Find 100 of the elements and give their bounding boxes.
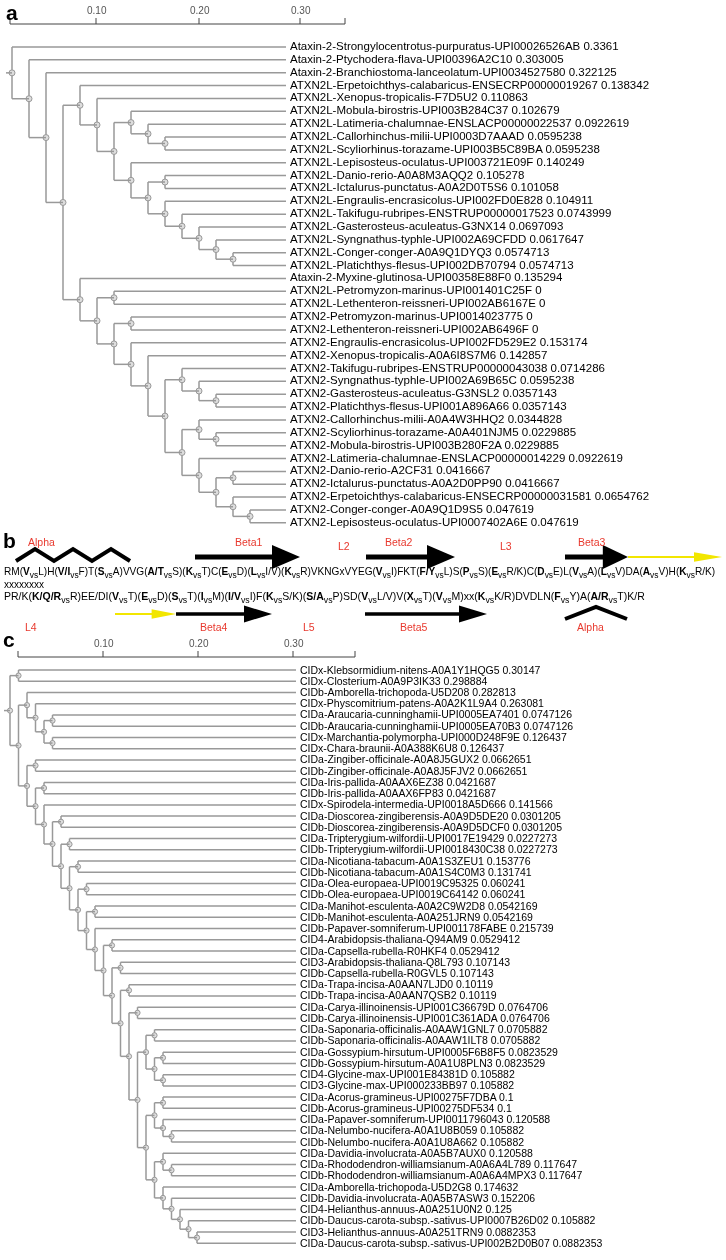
leaf-label: CIDa-Tripterygium-wilfordii-UPI0017E19429 0.0227273 xyxy=(300,833,557,844)
leaf-label: ATXN2L-Engraulis-encrasicolus-UPI002FD0E828 0.104911 xyxy=(290,195,594,207)
leaf-label: ATXN2-Syngnathus-typhle-UPI002A69B65C 0.0595238 xyxy=(290,375,575,387)
leaf-label: CIDx-Klebsormidium-nitens-A0A1Y1HQG5 0.30147 xyxy=(300,664,541,675)
leaf-label: CIDa-Nicotiana-tabacum-A0A1S3ZEU1 0.153776 xyxy=(300,855,531,867)
sequence-text: RM(V$_{vs}$L)H(V/I$_{vs}$F)T(S$_{vs}$A)VVG(A/T$_{vs}$S)(K$_{vs}$T)C(E$_{vs}$D)(L$_{vs}$I/V)(K$_{vs}$R)VKNGxVYEG(V$_{vs}$I)FKT(F/Y$_{vs}$L)S(P$_{vs}$S)(E$_{vs}$R/K)C(D$_{vs}$E)L(V$_{vs}$A)(L$_{vs}$V)DA(A$_{vs}$V)H(K$_{vs}$R/K) xyxy=(4,567,716,580)
panel-letter: b xyxy=(3,530,16,551)
leaf-label: CIDb-Tripterygium-wilfordii-UPI0018430C38 0.0227273 xyxy=(300,844,558,855)
leaf-label: CIDa-Rhododendron-williamsianum-A0A6A4L789 0.117647 xyxy=(300,1159,578,1170)
leaf-label: Ataxin-2-Myxine-glutinosa-UPI00358E88F0 0.135294 xyxy=(290,272,563,284)
leaf-label: ATXN2-Lepisosteus-oculatus-UPI0007402A6E 0.047619 xyxy=(290,516,579,529)
leaf-label: CIDb-Rhododendron-williamsianum-A0A6A4MPX3 0.117647 xyxy=(300,1170,583,1181)
scale-tick-label: 0.10 xyxy=(94,639,114,649)
leaf-label: CIDx-Spirodela-intermedia-UPI0018A5D666 0.141566 xyxy=(300,799,553,810)
panel-letter: c xyxy=(3,629,15,650)
panel-letter: a xyxy=(6,2,18,23)
leaf-label: CIDa-Daucus-carota-subsp.-sativus-UPI002B2D0B07 0.0882353 xyxy=(300,1237,603,1249)
leaf-label: CID3-Arabidopsis-thaliana-Q8L793 0.107143 xyxy=(300,956,511,968)
scale-tick-label: 0.10 xyxy=(87,6,107,16)
structure-label: Beta4 xyxy=(200,622,228,633)
leaf-label: ATXN2-Erpetoichthys-calabaricus-ENSECRP00000031581 0.0654762 xyxy=(290,491,650,503)
scale-tick-label: 0.30 xyxy=(291,6,311,16)
leaf-label: CIDa-Trapa-incisa-A0AAN7LJD0 0.10119 xyxy=(300,979,494,990)
structure-label: L3 xyxy=(500,541,512,552)
leaf-label: CIDb-Dioscorea-zingiberensis-A0A9D5DCF0 0.0301205 xyxy=(300,821,563,833)
leaf-label: CIDb-Capsella-rubella-R0GVL5 0.107143 xyxy=(300,967,494,979)
leaf-label: ATXN2L-Platichthys-flesus-UPI002DB70794 0.0574713 xyxy=(290,259,574,272)
leaf-label: CIDb-Daucus-carota-subsp.-sativus-UPI0007B26D02 0.105882 xyxy=(300,1215,596,1226)
leaf-label: ATXN2L-Danio-rerio-A0A8M3AQQ2 0.105278 xyxy=(290,169,525,182)
leaf-label: CID4-Arabidopsis-thaliana-Q94AM9 0.0529412 xyxy=(300,934,521,945)
leaf-label: ATXN2L-Lethenteron-reissneri-UPI002AB6167E 0 xyxy=(290,298,546,310)
leaf-label: CIDa-Gossypium-hirsutum-UPI0005F6B8F5 0.0823529 xyxy=(300,1046,558,1058)
leaf-label: CIDx-Chara-braunii-A0A388K6U8 0.126437 xyxy=(300,743,505,754)
leaf-label: CIDa-Olea-europaea-UPI0019C95325 0.060241 xyxy=(300,878,526,889)
leaf-label: ATXN2L-Ictalurus-punctatus-A0A2D0T5S6 0.101058 xyxy=(290,182,559,194)
structure-label: Beta5 xyxy=(400,622,428,633)
leaf-label: CIDb-Manihot-esculenta-A0A251JRN9 0.0542169 xyxy=(300,911,533,923)
leaf-label: CIDb-Olea-europaea-UPI0019C64142 0.060241 xyxy=(300,889,526,900)
leaf-label: CIDb-Iris-pallida-A0AAX6FP83 0.0421687 xyxy=(300,788,497,799)
structure-label: Alpha xyxy=(577,622,604,633)
leaf-label: ATXN2-Mobula-birostris-UPI003B280F2A 0.0229885 xyxy=(290,439,559,452)
sequence-text: xxxxxxxx xyxy=(4,580,44,590)
leaf-label: ATXN2-Platichthys-flesus-UPI001A896A66 0.0357143 xyxy=(290,401,567,413)
leaf-label: ATXN2L-Latimeria-chalumnae-ENSLACP00000022537 0.0922619 xyxy=(290,118,630,130)
leaf-label: ATXN2L-Takifugu-rubripes-ENSTRUP00000017523 0.0743999 xyxy=(290,208,612,220)
sequence-text: PR/K(K/Q/R$_{vs}$R)EE/DI(V$_{vs}$T)(E$_{vs}$D)(S$_{vs}$T)(I$_{vs}$M)(I/V$_{vs}$I)F(K$_{vs}$S/K)(S/A$_{vs}$P)SD(V$_{vs}$L/V)V(X$_{vs}$T)(V$_{vs}$M)xx(K$_{vs}$K/R)DVDLN(F$_{vs}$Y)A(A/R$_{vs}$T)K/R xyxy=(4,591,645,605)
leaf-label: CIDb-Gossypium-hirsutum-A0A1U8PLN3 0.0823529 xyxy=(300,1057,546,1069)
leaf-label: CIDb-Nelumbo-nucifera-A0A1U8A662 0.105882 xyxy=(300,1136,525,1148)
leaf-label: CIDb-Trapa-incisa-A0AAN7QSB2 0.10119 xyxy=(300,990,497,1001)
leaf-label: CIDb-Saponaria-officinalis-A0AAW1ILT8 0.0705882 xyxy=(300,1035,541,1046)
leaf-label: CIDa-Capsella-rubella-R0HKF4 0.0529412 xyxy=(300,945,500,956)
leaf-label: ATXN2-Gasterosteus-aculeatus-G3NSL2 0.0357143 xyxy=(290,388,557,400)
structure-label: L5 xyxy=(303,622,315,633)
leaf-label: ATXN2-Ictalurus-punctatus-A0A2D0PP90 0.0416667 xyxy=(290,478,560,490)
leaf-label: ATXN2-Xenopus-tropicalis-A0A6I8S7M6 0.142857 xyxy=(290,349,548,362)
leaf-label: CIDa-Davidia-involucrata-A0A5B7AUX0 0.120588 xyxy=(300,1147,533,1159)
leaf-label: CIDx-Physcomitrium-patens-A0A2K1L9A4 0.263081 xyxy=(300,698,544,709)
leaf-label: CID4-Glycine-max-UPI001E84381D 0.105882 xyxy=(300,1069,515,1080)
leaf-label: Ataxin-2-Strongylocentrotus-purpuratus-UPI00026526AB 0.3361 xyxy=(290,41,619,53)
scale-tick-label: 0.20 xyxy=(189,639,209,649)
leaf-label: ATXN2-Takifugu-rubripes-ENSTRUP00000043038 0.0714286 xyxy=(290,362,605,374)
leaf-label: ATXN2L-Syngnathus-typhle-UPI002A69CFDD 0.0617647 xyxy=(290,233,584,246)
structure-label: L2 xyxy=(338,541,350,552)
leaf-label: ATXN2-Scyliorhinus-torazame-A0A401NJM5 0.0229885 xyxy=(290,426,577,439)
leaf-label: CIDa-Papaver-somniferum-UPI0011796043 0.120588 xyxy=(300,1114,551,1125)
leaf-label: ATXN2L-Mobula-birostris-UPI003B284C37 0.102679 xyxy=(290,105,560,117)
leaf-label: CIDa-Acorus-gramineus-UPI00275F7DBA 0.1 xyxy=(300,1091,514,1103)
leaf-label: ATXN2L-Conger-conger-A0A9Q1DYQ3 0.0574713 xyxy=(290,246,550,259)
leaf-label: CIDb-Zingiber-officinale-A0A8J5FJV2 0.0662651 xyxy=(300,765,528,777)
leaf-label: CIDa-Manihot-esculenta-A0A2C9W2D8 0.0542169 xyxy=(300,900,538,912)
leaf-label: ATXN2-Engraulis-encrasicolus-UPI002FD529E2 0.153174 xyxy=(290,336,588,349)
leaf-label: ATXN2-Callorhinchus-milii-A0A4W3HHQ2 0.0344828 xyxy=(290,413,563,426)
leaf-label: CIDb-Acorus-gramineus-UPI00275DF534 0.1 xyxy=(300,1102,512,1114)
leaf-label: ATXN2L-Callorhinchus-milii-UPI0003D7AAAD 0.0595238 xyxy=(290,131,582,143)
leaf-label: Ataxin-2-Branchiostoma-lanceolatum-UPI0034527580 0.322125 xyxy=(290,66,617,79)
leaf-label: CIDx-Marchantia-polymorpha-UPI000D248F9E 0.126437 xyxy=(300,731,567,743)
structure-label: Alpha xyxy=(28,537,55,548)
leaf-label: ATXN2-Petromyzon-marinus-UPI0014023775 0 xyxy=(290,311,533,323)
leaf-label: ATXN2-Latimeria-chalumnae-ENSLACP00000014229 0.0922619 xyxy=(290,452,623,464)
leaf-label: CIDb-Araucaria-cunninghamii-UPI0005EA70B3 0.0747126 xyxy=(300,720,574,732)
leaf-label: CIDa-Araucaria-cunninghamii-UPI0005EA7401 0.0747126 xyxy=(300,709,572,720)
leaf-label: ATXN2-Danio-rerio-A2CF31 0.0416667 xyxy=(290,465,491,477)
leaf-label: CIDa-Iris-pallida-A0AAX6EZ38 0.0421687 xyxy=(300,776,497,788)
structure-label: L4 xyxy=(25,622,37,633)
leaf-label: ATXN2L-Gasterosteus-aculeatus-G3NX14 0.0697093 xyxy=(290,221,564,233)
leaf-label: CID3-Helianthus-annuus-A0A251TRN9 0.0882353 xyxy=(300,1226,536,1237)
leaf-label: ATXN2L-Xenopus-tropicalis-F7D5U2 0.110863 xyxy=(290,92,528,104)
structure-label: Beta3 xyxy=(578,537,606,548)
leaf-label: CIDb-Papaver-somniferum-UPI001178FABE 0.215739 xyxy=(300,923,554,934)
leaf-label: ATXN2-Lethenteron-reissneri-UPI002AB6496F 0 xyxy=(290,323,539,336)
structure-label: Beta1 xyxy=(235,537,263,548)
leaf-label: CIDa-Carya-illinoinensis-UPI001C36679D 0.0764706 xyxy=(300,1001,549,1013)
leaf-label: Ataxin-2-Ptychodera-flava-UPI00396A2C10 0.303005 xyxy=(290,53,564,66)
leaf-label: CIDa-Amborella-trichopoda-U5D2G8 0.174632 xyxy=(300,1181,519,1193)
structure-label: Beta2 xyxy=(385,537,413,548)
leaf-label: ATXN2L-Scyliorhinus-torazame-UPI003B5C89BA 0.0595238 xyxy=(290,143,600,156)
leaf-label: CIDa-Nelumbo-nucifera-A0A1U8B059 0.105882 xyxy=(300,1125,525,1136)
leaf-label: CIDb-Davidia-involucrata-A0A5B7ASW3 0.152206 xyxy=(300,1192,536,1204)
leaf-label: CID4-Helianthus-annuus-A0A251U0N2 0.125 xyxy=(300,1204,512,1215)
leaf-label: CIDb-Nicotiana-tabacum-A0A1S4C0M3 0.131741 xyxy=(300,866,532,878)
